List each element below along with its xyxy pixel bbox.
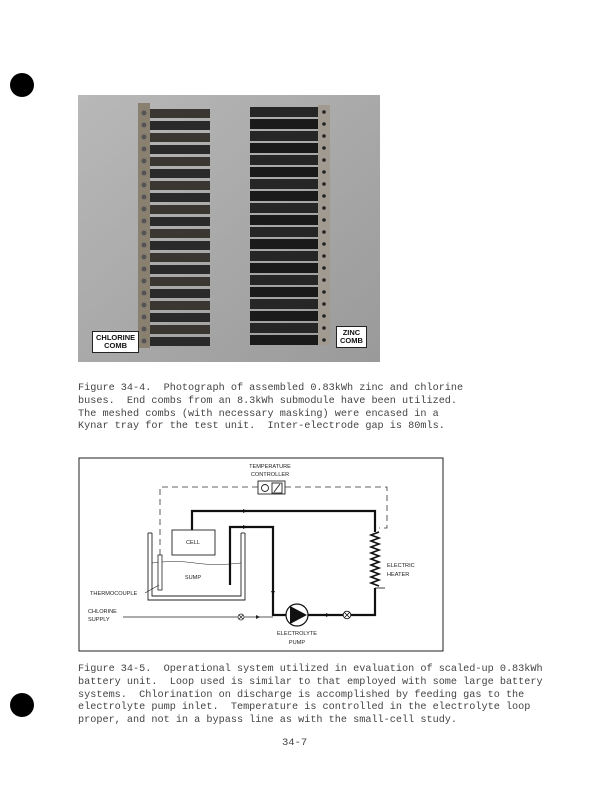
chlorine-plate (150, 145, 210, 154)
zinc-plate (250, 227, 318, 237)
cell-box (171, 529, 216, 556)
zinc-plate (250, 131, 318, 141)
zinc-plate (250, 239, 318, 249)
pump-icon (285, 603, 309, 627)
chlorine-plate (150, 253, 210, 262)
figure-34-5-diagram: TEMPERATURE CONTROLLER CELL SUMP (78, 457, 444, 652)
chlorine-plate (150, 337, 210, 346)
cell-label: CELL (186, 540, 200, 546)
thermocouple-label: THERMOCOUPLE (90, 591, 138, 597)
zinc-plate (250, 251, 318, 261)
loop-valve-icon (342, 610, 352, 620)
figure-34-5-caption: Figure 34-5. Operational system utilized… (78, 664, 543, 727)
chlorine-bus-bar (138, 103, 150, 348)
electric-label: ELECTRIC (387, 563, 415, 569)
zinc-plate (250, 155, 318, 165)
electrolyte-label: ELECTROLYTE (277, 631, 317, 637)
chlorine-plate (150, 301, 210, 310)
heater-label: HEATER (387, 572, 409, 578)
electrolyte-loop (190, 509, 377, 617)
figure-34-4-caption: Figure 34-4. Photograph of assembled 0.8… (78, 383, 464, 433)
zinc-plate (250, 287, 318, 297)
zinc-plate (250, 191, 318, 201)
chlorine-plate (150, 229, 210, 238)
zinc-plate (250, 275, 318, 285)
binding-hole (10, 693, 34, 717)
zinc-plate (250, 299, 318, 309)
temperature-controller (257, 480, 286, 495)
zinc-comb-label: ZINC COMB (336, 326, 367, 348)
page-number: 34-7 (282, 737, 308, 749)
zinc-plate (250, 323, 318, 333)
zinc-plate (250, 335, 318, 345)
controller-label: CONTROLLER (251, 472, 289, 478)
chlorine-plate (150, 241, 210, 250)
chlorine-plate (150, 169, 210, 178)
diagram-frame (78, 457, 444, 652)
zinc-plate (250, 167, 318, 177)
chlorine-plate (150, 289, 210, 298)
zinc-plate (250, 311, 318, 321)
chlorine-valve-icon (237, 613, 245, 621)
chlorine-comb-label: CHLORINE COMB (92, 331, 140, 353)
zinc-plate (250, 203, 318, 213)
electric-heater-coil (368, 531, 382, 587)
zinc-plate (250, 107, 318, 117)
comb-photograph (78, 95, 380, 362)
chlorine-plate (150, 217, 210, 226)
chlorine-plate (150, 313, 210, 322)
chlorine-plate (150, 181, 210, 190)
zinc-plate (250, 179, 318, 189)
zinc-plate (250, 119, 318, 129)
zinc-bus-bar (318, 105, 330, 345)
temperature-label: TEMPERATURE (249, 464, 291, 470)
control-wiring (159, 486, 388, 555)
zinc-plate (250, 263, 318, 273)
zinc-plate (250, 143, 318, 153)
chlorine-plate (150, 265, 210, 274)
chlorine-label: CHLORINE (88, 609, 117, 615)
zinc-plate (250, 215, 318, 225)
chlorine-plate (150, 277, 210, 286)
chlorine-plate (150, 133, 210, 142)
chlorine-plate (150, 325, 210, 334)
chlorine-plate (150, 205, 210, 214)
chlorine-plate (150, 109, 210, 118)
supply-label: SUPPLY (88, 617, 110, 623)
flow-arrows (243, 509, 330, 617)
chlorine-plate (150, 157, 210, 166)
thermocouple (157, 554, 163, 591)
sump-tank (147, 532, 246, 601)
binding-hole (10, 73, 34, 97)
chlorine-plate (150, 193, 210, 202)
chlorine-plate (150, 121, 210, 130)
figure-34-4-photo: CHLORINE COMB ZINC COMB (78, 95, 380, 362)
pump-label: PUMP (289, 640, 305, 646)
sump-label: SUMP (185, 575, 201, 581)
